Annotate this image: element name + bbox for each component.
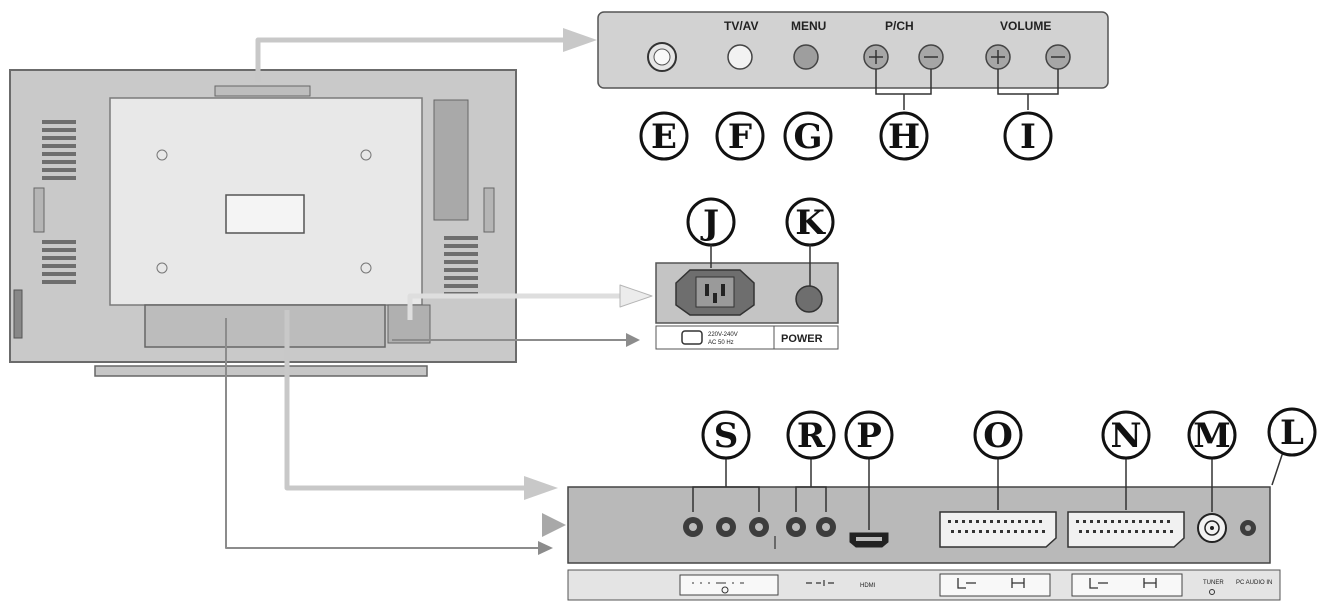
volume-minus-button[interactable]	[1045, 44, 1071, 70]
side-control-panel: TV/AV MENU P/CH VOLUME	[597, 11, 1109, 89]
svg-text:M: M	[1193, 416, 1231, 456]
callout-h: H	[879, 111, 929, 161]
svg-text:L: L	[1280, 413, 1304, 453]
scart-1-port[interactable]	[939, 511, 1057, 548]
screw-hole	[156, 262, 168, 274]
hdmi-port[interactable]	[849, 532, 889, 548]
connector-arrows	[225, 28, 653, 555]
standby-button-core	[653, 48, 671, 66]
hdmi-label: HDMI	[860, 583, 876, 589]
callouts-top: E F G H I	[639, 111, 1053, 161]
menu-button[interactable]	[793, 44, 819, 70]
callout-l: L	[1267, 407, 1317, 457]
callout-s: S	[701, 410, 751, 460]
callout-o: O	[973, 410, 1023, 460]
component-input-jacks[interactable]	[683, 517, 769, 537]
svg-text:R: R	[797, 416, 826, 456]
tv-label-plate	[225, 194, 305, 234]
scart-1-label-box	[939, 573, 1051, 597]
pc-audio-jack[interactable]	[1240, 520, 1256, 536]
control-panel-body	[597, 11, 1109, 89]
component-input-icon	[721, 586, 729, 594]
volume-plus-button[interactable]	[985, 44, 1011, 70]
power-label: POWER	[781, 333, 823, 345]
tv-stand	[94, 365, 428, 377]
svg-text:J: J	[700, 203, 719, 243]
pch-minus-button[interactable]	[918, 44, 944, 70]
svg-text:P: P	[856, 416, 882, 456]
scart-2-label-box	[1071, 573, 1183, 597]
svg-text:O: O	[983, 416, 1013, 456]
svg-text:G: G	[793, 117, 822, 157]
power-panel: 220V-240V AC 50 Hz POWER	[655, 262, 839, 350]
tuner-label: TUNER	[1203, 580, 1224, 586]
pc-audio-label: PC AUDIO IN	[1236, 580, 1272, 586]
callout-brackets-top	[875, 69, 1059, 110]
component-label-box	[679, 574, 779, 596]
callout-m: M	[1187, 410, 1237, 460]
pch-label: P/CH	[885, 19, 914, 33]
callout-n: N	[1101, 410, 1151, 460]
ac-rating-line-1: 220V-240V	[708, 332, 738, 338]
screw-hole	[360, 149, 372, 161]
scart-2-port[interactable]	[1067, 511, 1185, 548]
svg-text:H: H	[888, 117, 920, 157]
tvav-label: TV/AV	[724, 19, 758, 33]
ac-rating-line-2: AC 50 Hz	[708, 340, 734, 346]
rear-connector-panel: HDMI TUNER PC AUDIO IN	[567, 486, 1281, 601]
svg-text:F: F	[728, 117, 752, 157]
menu-label: MENU	[791, 19, 826, 33]
volume-label: VOLUME	[1000, 19, 1051, 33]
screw-hole	[360, 262, 372, 274]
ac-inlet-symbol-icon	[681, 330, 703, 345]
scart-1-in-out-icons	[957, 578, 1025, 589]
callout-g: G	[783, 111, 833, 161]
power-switch[interactable]	[795, 285, 823, 313]
svg-text:N: N	[1110, 416, 1141, 456]
screw-hole	[156, 149, 168, 161]
tv-rear-view	[9, 69, 517, 377]
tv-bottom-connector-bay	[144, 304, 386, 348]
tvav-button[interactable]	[727, 44, 753, 70]
tuner-symbol-icon	[1209, 589, 1215, 595]
right-handle	[483, 187, 495, 233]
tv-top-button-strip	[214, 85, 311, 97]
left-vents	[42, 120, 76, 284]
callouts-rear: S R P O N M L	[701, 407, 1317, 460]
svg-text:S: S	[714, 416, 739, 456]
right-side-panel	[433, 99, 469, 221]
audio-input-icon	[806, 580, 834, 586]
callouts-power: J K	[686, 197, 835, 286]
pch-plus-button[interactable]	[863, 44, 889, 70]
left-connector-slot	[13, 289, 23, 339]
callout-i: I	[1003, 111, 1053, 161]
callout-j: J	[686, 197, 736, 247]
callout-p: P	[844, 410, 894, 460]
antenna-tuner-input[interactable]	[1197, 513, 1227, 543]
scart-2-in-out-icons	[1089, 578, 1157, 589]
ac-inlet-socket[interactable]	[675, 269, 755, 316]
callout-brackets-rear	[692, 451, 1284, 530]
svg-text:E: E	[651, 117, 677, 157]
svg-text:K: K	[795, 203, 826, 243]
left-handle	[33, 187, 45, 233]
tv-power-socket-area	[387, 304, 431, 344]
callout-r: R	[786, 410, 836, 460]
svg-text:I: I	[1020, 117, 1036, 157]
callout-k: K	[785, 197, 835, 247]
callout-f: F	[715, 111, 765, 161]
callout-e: E	[639, 111, 689, 161]
audio-input-jacks[interactable]	[786, 517, 836, 537]
